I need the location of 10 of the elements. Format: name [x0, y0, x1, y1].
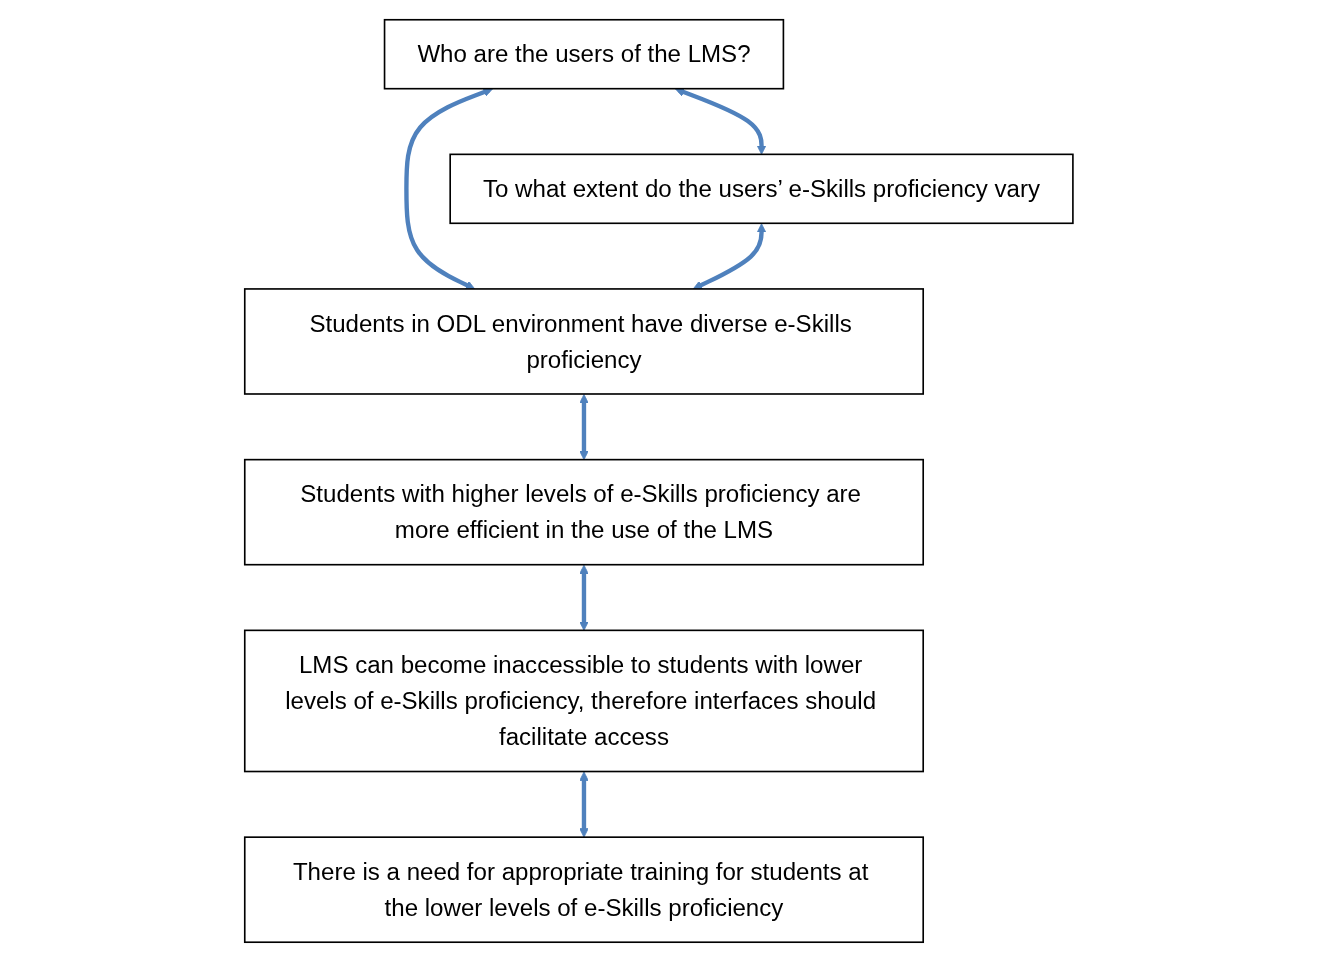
node-box: There is a need for appropriate training for students at the lower levels of e-Skills proficiency: [243, 835, 924, 943]
node-box: LMS can become inaccessible to students with lower levels of e-Skills proficiency, therefore interfaces should facilitate access: [243, 629, 924, 772]
node-box: Students in ODL environment have diverse e-Skills proficiency: [243, 287, 924, 395]
arrow: [578, 393, 589, 460]
arrow: [578, 771, 589, 838]
arrow: [578, 564, 589, 631]
arrow: [692, 222, 767, 290]
node-box: To what extent do the users’ e-Skills proficiency vary: [449, 153, 1074, 224]
node-box: Who are the users of the LMS?: [383, 18, 784, 90]
node-box: Students with higher levels of e-Skills proficiency are more efficient in the use of the LMS: [243, 458, 924, 566]
